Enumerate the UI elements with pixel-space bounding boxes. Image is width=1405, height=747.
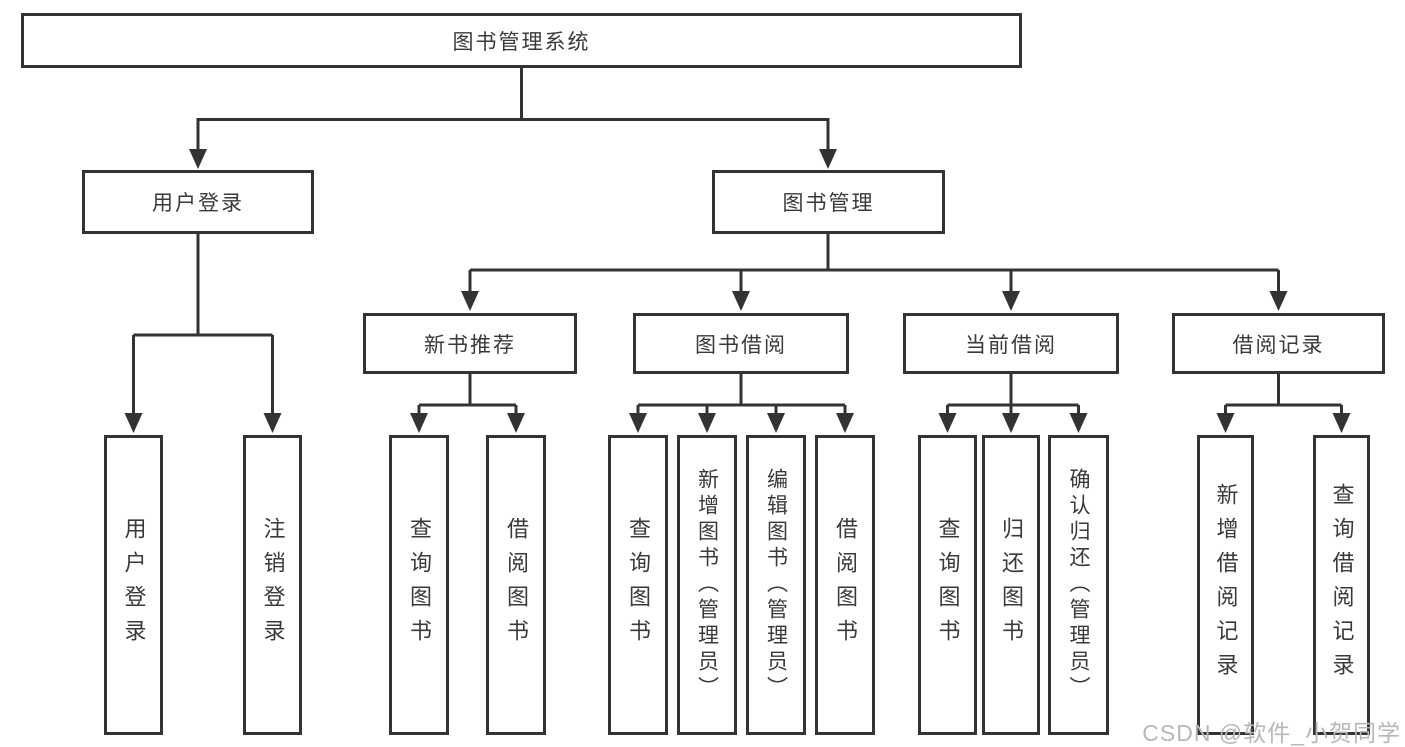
node-book-management: 图书管理 <box>712 170 945 234</box>
leaf-user-login: 用户登录 <box>104 435 163 735</box>
leaf-confirm-return-admin: 确认归还（管理员） <box>1048 435 1109 735</box>
leaf-query-books-current: 查询图书 <box>918 435 977 735</box>
node-book-borrowing: 图书借阅 <box>633 313 849 374</box>
arrowhead-icons <box>124 149 1351 433</box>
leaf-borrow-books-recommend: 借阅图书 <box>486 435 546 735</box>
watermark: CSDN @软件_小贺同学 <box>1142 720 1401 746</box>
leaf-query-books-recommend: 查询图书 <box>389 435 449 735</box>
leaf-add-borrow-record: 新增借阅记录 <box>1197 435 1254 735</box>
connector-segments <box>132 66 1343 415</box>
node-current-borrowing: 当前借阅 <box>903 313 1119 374</box>
node-user-login: 用户登录 <box>82 170 314 234</box>
leaf-add-books-admin: 新增图书（管理员） <box>677 435 737 735</box>
leaf-borrow-books-borrowing: 借阅图书 <box>815 435 875 735</box>
leaf-logout-login: 注销登录 <box>243 435 302 735</box>
leaf-query-borrow-record: 查询借阅记录 <box>1313 435 1370 735</box>
leaf-return-books: 归还图书 <box>982 435 1040 735</box>
leaf-query-books-borrowing: 查询图书 <box>608 435 668 735</box>
node-new-book-recommend: 新书推荐 <box>363 313 577 374</box>
node-library-system: 图书管理系统 <box>21 13 1022 68</box>
leaf-edit-books-admin: 编辑图书（管理员） <box>746 435 806 735</box>
node-borrowing-records: 借阅记录 <box>1172 313 1385 374</box>
